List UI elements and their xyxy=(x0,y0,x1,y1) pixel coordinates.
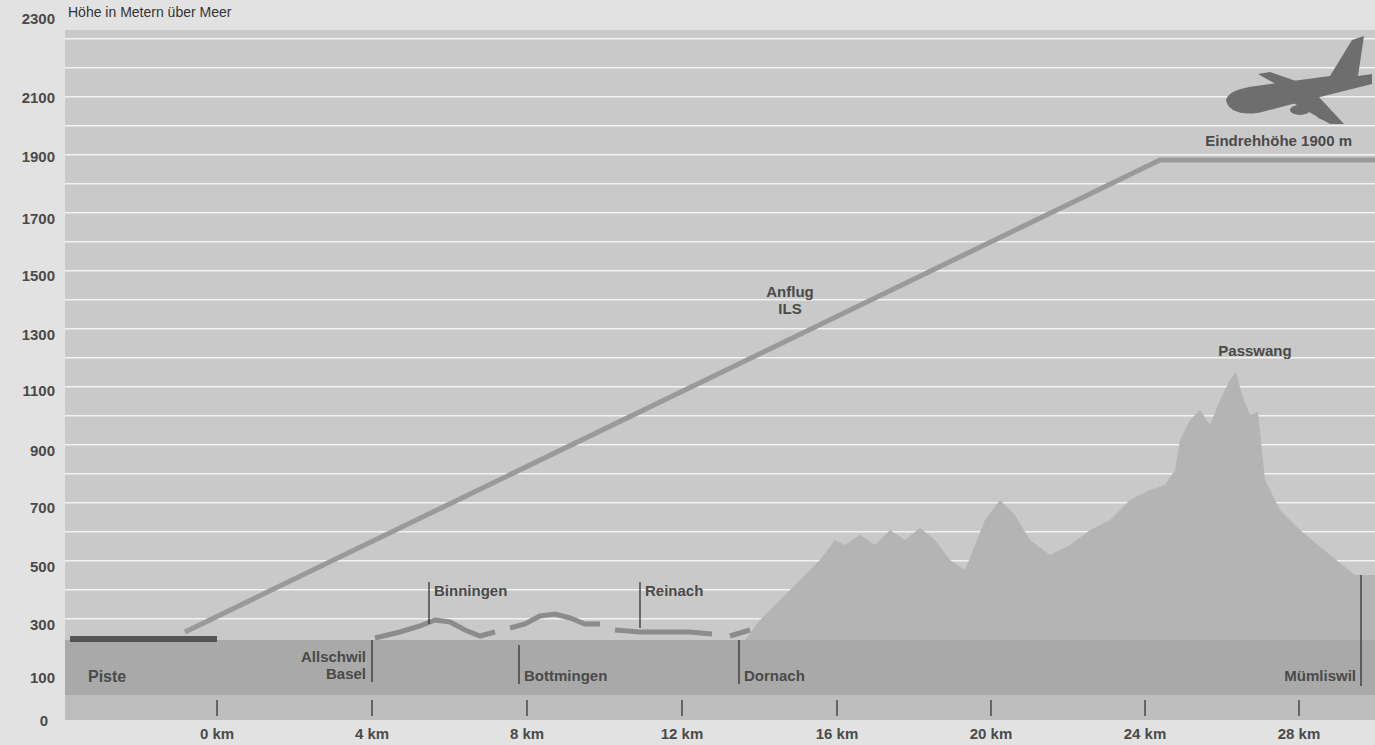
y-tick-label: 300 xyxy=(30,616,55,633)
axis-strip xyxy=(65,695,1375,720)
x-tick-label: 0 km xyxy=(200,725,234,742)
plot-area xyxy=(65,30,1375,695)
altitude-label: Eindrehhöhe 1900 m xyxy=(1205,132,1352,149)
peak-label: Passwang xyxy=(1218,342,1291,359)
y-tick-label: 500 xyxy=(30,558,55,575)
runway-bar xyxy=(70,636,217,642)
ground-band xyxy=(65,640,1375,695)
place-label: Dornach xyxy=(744,667,805,684)
place-label: Bottmingen xyxy=(524,667,607,684)
axis-title: Höhe in Metern über Meer xyxy=(68,4,231,21)
y-tick-label: 1900 xyxy=(22,148,55,165)
x-tick-label: 4 km xyxy=(355,725,389,742)
x-tick-label: 24 km xyxy=(1124,725,1167,742)
place-label: Allschwil Basel xyxy=(286,648,366,682)
runway-label: Piste xyxy=(88,668,126,685)
x-tick-label: 16 km xyxy=(816,725,859,742)
town-markers xyxy=(372,575,1361,686)
y-tick-label: 2100 xyxy=(22,89,55,106)
x-tick-label: 20 km xyxy=(970,725,1013,742)
y-tick-label: 900 xyxy=(30,442,55,459)
y-tick-label: 1700 xyxy=(22,210,55,227)
town-terrain xyxy=(375,614,750,638)
y-tick-label: 700 xyxy=(30,499,55,516)
place-label: Mümliswil xyxy=(1284,667,1356,684)
place-label: Reinach xyxy=(645,582,703,599)
y-tick-label: 1300 xyxy=(22,326,55,343)
approach-label: Anflug ILS xyxy=(760,283,820,317)
y-tick-label: 0 xyxy=(40,712,48,729)
y-tick-label: 1500 xyxy=(22,267,55,284)
y-tick-label: 1100 xyxy=(22,382,55,399)
x-tick-label: 28 km xyxy=(1278,725,1321,742)
x-tick-label: 8 km xyxy=(510,725,544,742)
approach-path xyxy=(185,160,1375,632)
y-tick-label: 2300 xyxy=(22,10,55,27)
y-tick-label: 100 xyxy=(30,669,55,686)
place-label: Binningen xyxy=(434,582,507,599)
aircraft-icon xyxy=(1226,36,1372,124)
x-tick-label: 12 km xyxy=(661,725,704,742)
axis-ticks xyxy=(217,700,1299,716)
